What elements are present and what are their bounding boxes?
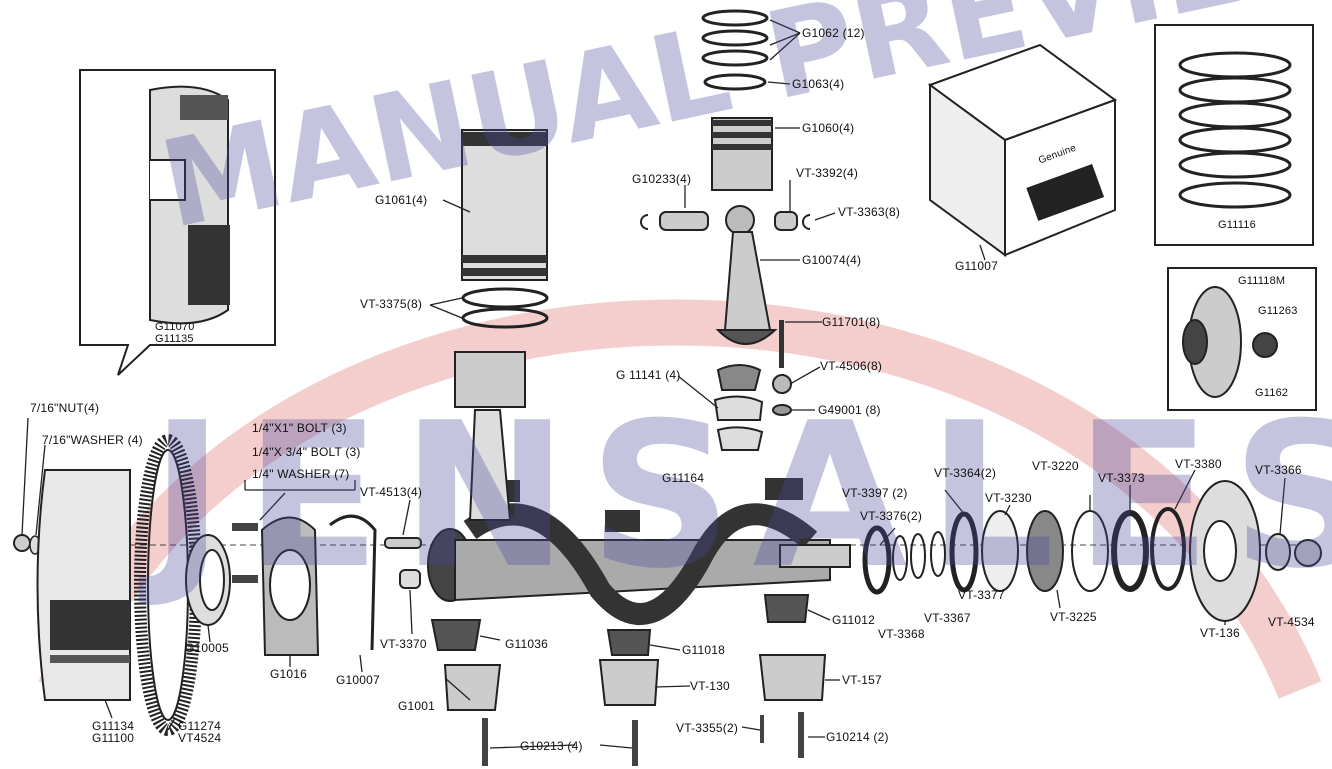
label-vt3377: VT-3377	[958, 588, 1005, 602]
label-g11134: G11134	[92, 719, 135, 733]
piston-rings	[701, 9, 769, 91]
label-g10005: G10005	[185, 641, 229, 655]
label-vt3363: VT-3363(8)	[838, 205, 901, 219]
crankshaft	[384, 351, 851, 625]
label-washer7: 1/4" WASHER (7)	[252, 467, 350, 481]
label-g10213: G10213 (4)	[520, 739, 583, 753]
rear-seal-plate	[185, 514, 377, 656]
label-g11164: G11164	[662, 471, 705, 485]
label-g11274: G11274	[178, 719, 222, 733]
main-bearing-caps	[430, 594, 827, 766]
label-vt3376: VT-3376(2)	[860, 509, 923, 523]
label-g49001: G49001 (8)	[818, 403, 881, 417]
label-g11116: G11116	[1218, 219, 1256, 231]
inset-ring-set	[1154, 24, 1314, 246]
label-bolt2: 1/4"X 3/4" BOLT (3)	[252, 445, 361, 459]
label-g1061: G1061(4)	[375, 193, 428, 207]
label-g11036: G11036	[505, 637, 549, 651]
label-vt3225: VT-3225	[1050, 610, 1097, 624]
label-vt3364: VT-3364(2)	[934, 466, 997, 480]
label-vt3373: VT-3373	[1098, 471, 1145, 485]
watermark-arc	[38, 299, 1322, 699]
watermark-bottom: JENSALES	[150, 380, 1332, 613]
label-g11100: G11100	[92, 731, 135, 745]
label-g11701: G11701(8)	[822, 315, 881, 329]
inset-rear-housing	[79, 69, 276, 376]
front-gear-train	[862, 480, 1322, 622]
label-vt3370: VT-3370	[380, 637, 427, 651]
parts-box	[927, 43, 1118, 257]
label-g11141: G 11141 (4)	[616, 368, 681, 382]
label-g11263: G11263	[1258, 305, 1298, 317]
label-g1001: G1001	[398, 699, 436, 713]
label-vt3366: VT-3366	[1255, 463, 1302, 477]
label-vt130: VT-130	[690, 679, 730, 693]
label-bolt1: 1/4"X1" BOLT (3)	[252, 421, 347, 435]
label-g11118m: G11118M	[1238, 275, 1286, 287]
connecting-rod-assembly	[640, 205, 811, 451]
label-vt3220: VT-3220	[1032, 459, 1079, 473]
label-vt3368: VT-3368	[878, 627, 925, 641]
label-vt3375: VT-3375(8)	[360, 297, 423, 311]
cylinder-sleeve	[461, 129, 549, 329]
label-vt3380: VT-3380	[1175, 457, 1222, 471]
label-washer: 7/16"WASHER (4)	[42, 433, 143, 447]
label-g1162: G1162	[1255, 387, 1289, 399]
leader-lines	[21, 19, 1286, 749]
label-g10233: G10233(4)	[632, 172, 692, 186]
label-vt3367: VT-3367	[924, 611, 971, 625]
label-g1063: G1063(4)	[792, 77, 845, 91]
label-g11018: G11018	[682, 643, 726, 657]
label-vt157: VT-157	[842, 673, 882, 687]
label-vt4506: VT-4506(8)	[820, 359, 883, 373]
label-vt136: VT-136	[1200, 626, 1240, 640]
label-vt3355: VT-3355(2)	[676, 721, 739, 735]
label-g11007: G11007	[955, 259, 999, 273]
label-g1062: G1062 (12)	[802, 26, 865, 40]
label-g1016: G1016	[270, 667, 308, 681]
label-vt3392: VT-3392(4)	[796, 166, 859, 180]
label-vt3230: VT-3230	[985, 491, 1032, 505]
label-vt4524: VT4524	[178, 731, 222, 745]
label-vt3397: VT-3397 (2)	[842, 486, 908, 500]
label-g1060: G1060(4)	[802, 121, 855, 135]
label-g10007: G10007	[336, 673, 380, 687]
label-g10074: G10074(4)	[802, 253, 862, 267]
inset-pulley	[1167, 267, 1317, 411]
label-nut: 7/16"NUT(4)	[30, 401, 100, 415]
label-g11070: G11070	[155, 321, 195, 333]
label-vt4513: VT-4513(4)	[360, 485, 423, 499]
label-g11012: G11012	[832, 613, 876, 627]
label-g10214: G10214 (2)	[826, 730, 889, 744]
label-vt4534: VT-4534	[1268, 615, 1315, 629]
piston-g1060	[711, 117, 773, 191]
label-g11135: G11135	[155, 333, 194, 345]
